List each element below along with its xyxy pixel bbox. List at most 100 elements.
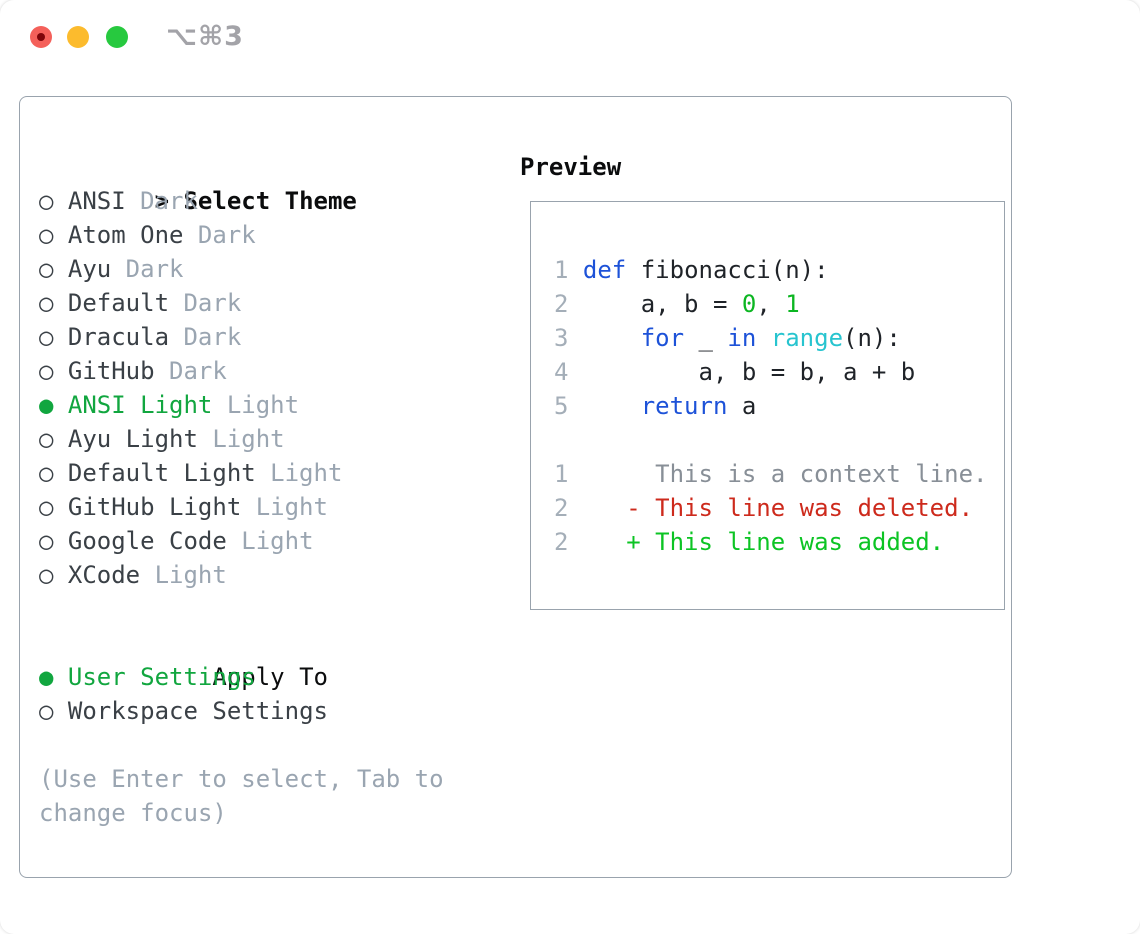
- code-token: a, b = b, a + b: [582, 358, 916, 386]
- radio-selected-icon: ●: [39, 391, 54, 419]
- option-tag: Dark: [183, 289, 242, 317]
- code-token: range: [770, 324, 844, 352]
- blank-line: [554, 423, 1004, 457]
- apply-option-user-settings[interactable]: ●User Settings: [39, 660, 479, 694]
- code-token: - This line was deleted.: [626, 494, 974, 522]
- apply-to-heading: Apply To: [39, 626, 479, 691]
- option-tag: Light: [270, 459, 343, 487]
- line-number: 1: [554, 460, 569, 488]
- radio-unselected-icon: ○: [39, 493, 54, 521]
- line-number: 1: [554, 256, 583, 284]
- option-tag: Dark: [169, 357, 227, 385]
- radio-unselected-icon: ○: [39, 459, 54, 487]
- radio-unselected-icon: ○: [39, 289, 54, 317]
- code-token: [583, 324, 641, 352]
- diff-line-added: 2 + This line was added.: [554, 525, 1004, 559]
- code-token: [583, 392, 641, 420]
- option-label: Default Light: [67, 459, 256, 487]
- code-line: 5 return a: [554, 389, 1004, 423]
- radio-unselected-icon: ○: [39, 357, 54, 385]
- option-tag: Light: [241, 527, 314, 555]
- apply-option-workspace-settings[interactable]: ○ Workspace Settings: [39, 694, 479, 728]
- code-line: 1 def fibonacci(n):: [554, 253, 1004, 287]
- theme-option-default-light[interactable]: ○ Default Light Light: [39, 456, 479, 490]
- code-token: [568, 528, 626, 556]
- code-token: This is a context line.: [568, 460, 988, 488]
- radio-unselected-icon: ○: [39, 187, 54, 215]
- section-title: Apply To: [212, 663, 328, 691]
- line-number: 2: [554, 290, 583, 318]
- option-tag: Dark: [140, 187, 198, 215]
- blank-line: [554, 219, 1004, 253]
- code-token: a, b =: [582, 290, 742, 318]
- option-tag: Dark: [183, 323, 242, 351]
- theme-option-github-light[interactable]: ○ GitHub Light Light: [39, 490, 479, 524]
- radio-unselected-icon: ○: [39, 561, 54, 589]
- code-token: 1: [785, 290, 800, 318]
- radio-unselected-icon: ○: [39, 323, 54, 351]
- option-label: GitHub Light: [67, 493, 242, 521]
- option-tag: Dark: [125, 255, 184, 283]
- option-label: Dracula: [67, 323, 170, 351]
- code-token: a: [727, 392, 757, 420]
- preview-heading: Preview: [520, 153, 622, 181]
- apply-to-list: ●User Settings ○ Workspace Settings: [39, 660, 479, 728]
- code-token: (n):: [843, 324, 901, 352]
- option-tag: Light: [212, 425, 285, 453]
- code-token: fibonacci(n):: [626, 256, 829, 284]
- option-tag: Dark: [197, 221, 256, 249]
- code-token: [568, 494, 626, 522]
- preview-column: Preview 1 def fibonacci(n):2 a, b = 0, 1…: [501, 150, 1005, 610]
- code-line: 3 for _ in range(n):: [554, 321, 1004, 355]
- option-label: Workspace Settings: [67, 697, 328, 725]
- zoom-button[interactable]: [106, 26, 128, 48]
- radio-selected-icon: ●: [39, 663, 54, 691]
- prompt-icon: >: [154, 187, 170, 215]
- theme-option-ayu[interactable]: ○ Ayu Dark: [39, 252, 479, 286]
- close-button[interactable]: [30, 26, 52, 48]
- select-theme-heading: > Select Theme: [39, 150, 479, 215]
- code-line: 2 a, b = 0, 1: [554, 287, 1004, 321]
- code-token: def: [582, 256, 627, 284]
- line-number: 2: [554, 528, 569, 556]
- help-text: (Use Enter to select, Tab to change focu…: [39, 765, 444, 827]
- theme-option-dracula[interactable]: ○ Dracula Dark: [39, 320, 479, 354]
- code-line: 4 a, b = b, a + b: [554, 355, 1004, 389]
- theme-option-google-code[interactable]: ○ Google Code Light: [39, 524, 479, 558]
- option-label: Atom One: [67, 221, 184, 249]
- theme-option-github[interactable]: ○ GitHub Dark: [39, 354, 479, 388]
- code-token: [756, 324, 770, 352]
- radio-unselected-icon: ○: [39, 527, 54, 555]
- code-token: 0: [741, 290, 757, 318]
- theme-option-default[interactable]: ○ Default Dark: [39, 286, 479, 320]
- theme-option-ayu-light[interactable]: ○ Ayu Light Light: [39, 422, 479, 456]
- code-token: _: [684, 324, 728, 352]
- window-title: ⌥⌘3: [166, 21, 244, 52]
- option-label: Ayu: [67, 255, 112, 283]
- minimize-button[interactable]: [67, 26, 89, 48]
- diff-line-context: 1 This is a context line.: [554, 457, 1004, 491]
- option-label: Ayu Light: [67, 425, 198, 453]
- option-label: Google Code: [67, 527, 227, 555]
- radio-unselected-icon: ○: [39, 255, 54, 283]
- diff-line-deleted: 2 - This line was deleted.: [554, 491, 1004, 525]
- code-token: return: [640, 392, 728, 420]
- option-label: Default: [67, 289, 170, 317]
- option-tag: Light: [255, 493, 328, 521]
- option-label: GitHub: [67, 357, 155, 385]
- theme-option-atom-one[interactable]: ○ Atom One Dark: [39, 218, 479, 252]
- code-token: for: [640, 324, 685, 352]
- line-number: 2: [554, 494, 569, 522]
- section-title: Select Theme: [183, 187, 357, 215]
- radio-unselected-icon: ○: [39, 697, 54, 725]
- code-token: + This line was added.: [626, 528, 945, 556]
- line-number: 3: [554, 324, 583, 352]
- radio-unselected-icon: ○: [39, 425, 54, 453]
- radio-unselected-icon: ○: [39, 221, 54, 249]
